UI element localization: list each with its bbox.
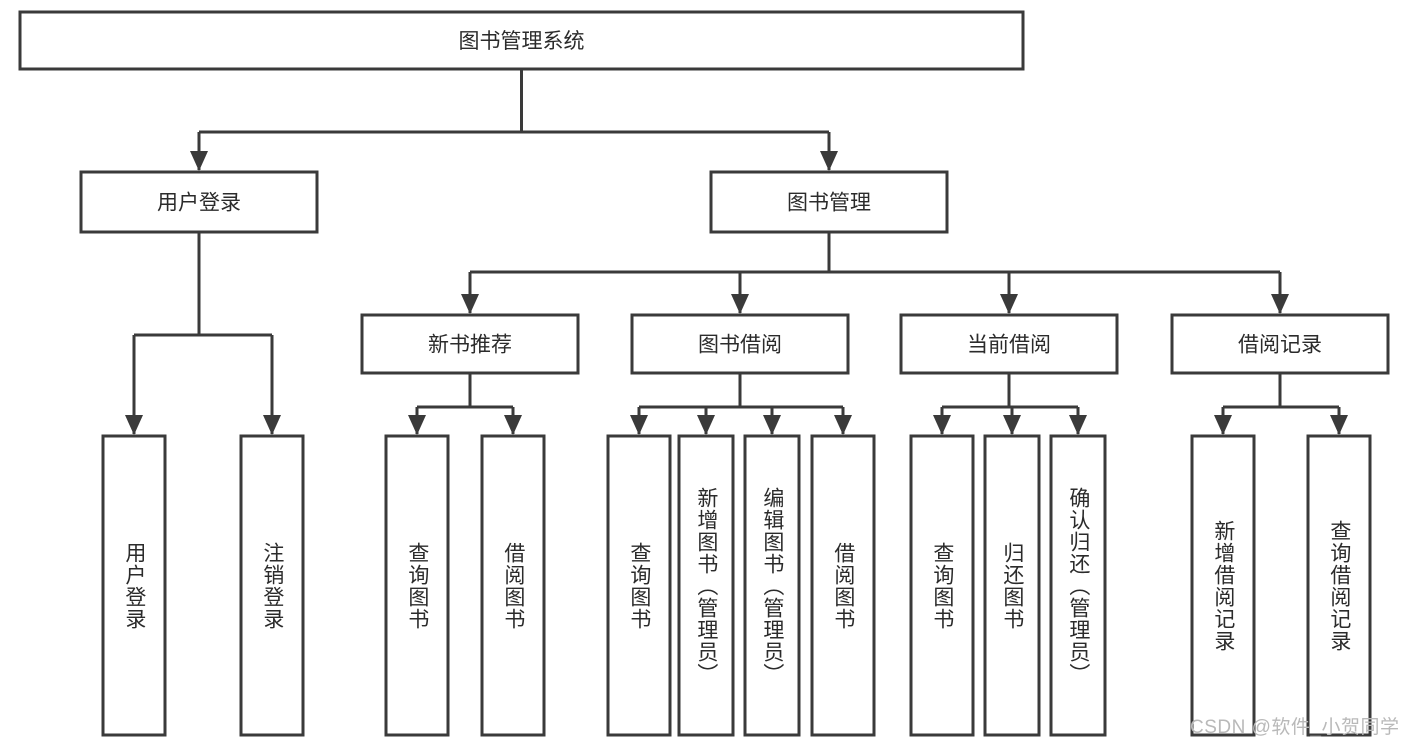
node-box-leaf-return-book[interactable] [983,434,1041,737]
connector-layer [125,69,1348,435]
node-box-new-book-recommend[interactable] [360,313,580,375]
node-label-user-login: 用户登录 [157,192,241,215]
node-box-leaf-query-book-borrow[interactable] [606,434,672,737]
arrow-head-book-borrow [731,294,749,314]
arrow-head-book-manage [820,151,838,171]
arrow-head-leaf-borrow-book-recommend [504,415,522,435]
node-box-leaf-query-book-recommend[interactable] [384,434,450,737]
node-box-layer [18,10,1390,737]
node-box-leaf-borrow-book-recommend[interactable] [480,434,546,737]
arrow-head-leaf-return-book [1003,415,1021,435]
arrow-head-leaf-borrow-book [834,415,852,435]
arrow-head-leaf-edit-book [763,415,781,435]
node-box-leaf-borrow-book[interactable] [810,434,876,737]
node-box-leaf-logout-login[interactable] [239,434,305,737]
arrow-head-leaf-user-login [125,415,143,435]
node-box-book-manage[interactable] [709,170,949,234]
node-box-leaf-edit-book[interactable] [743,434,801,737]
arrow-head-leaf-query-borrow-record [1330,415,1348,435]
node-label-root: 图书管理系统 [459,30,585,53]
node-box-leaf-add-borrow-record[interactable] [1190,434,1256,737]
node-box-leaf-query-borrow-record[interactable] [1306,434,1372,737]
arrow-head-current-borrow [1000,294,1018,314]
node-box-book-borrow[interactable] [630,313,850,375]
arrow-head-user-login [190,151,208,171]
node-box-root[interactable] [18,10,1025,71]
arrow-head-borrow-record [1271,294,1289,314]
node-box-user-login[interactable] [79,170,319,234]
node-label-book-manage: 图书管理 [787,192,871,215]
arrow-head-new-book-recommend [461,294,479,314]
arrow-head-leaf-query-book-borrow [630,415,648,435]
node-box-leaf-query-book-current[interactable] [909,434,975,737]
arrow-head-leaf-logout-login [263,415,281,435]
arrow-head-leaf-query-book-recommend [408,415,426,435]
node-box-leaf-confirm-return[interactable] [1049,434,1107,737]
node-label-borrow-record: 借阅记录 [1238,334,1322,357]
arrow-head-leaf-confirm-return [1069,415,1087,435]
node-box-leaf-user-login[interactable] [101,434,167,737]
node-label-book-borrow: 图书借阅 [698,334,782,357]
node-box-current-borrow[interactable] [899,313,1119,375]
arrow-head-leaf-add-borrow-record [1214,415,1232,435]
node-label-current-borrow: 当前借阅 [967,334,1051,357]
node-box-leaf-add-book[interactable] [677,434,735,737]
node-label-new-book-recommend: 新书推荐 [428,334,512,357]
arrow-head-leaf-query-book-current [933,415,951,435]
csdn-watermark: CSDN @软件_小贺同学 [1190,717,1400,738]
node-box-borrow-record[interactable] [1170,313,1390,375]
arrow-head-leaf-add-book [697,415,715,435]
